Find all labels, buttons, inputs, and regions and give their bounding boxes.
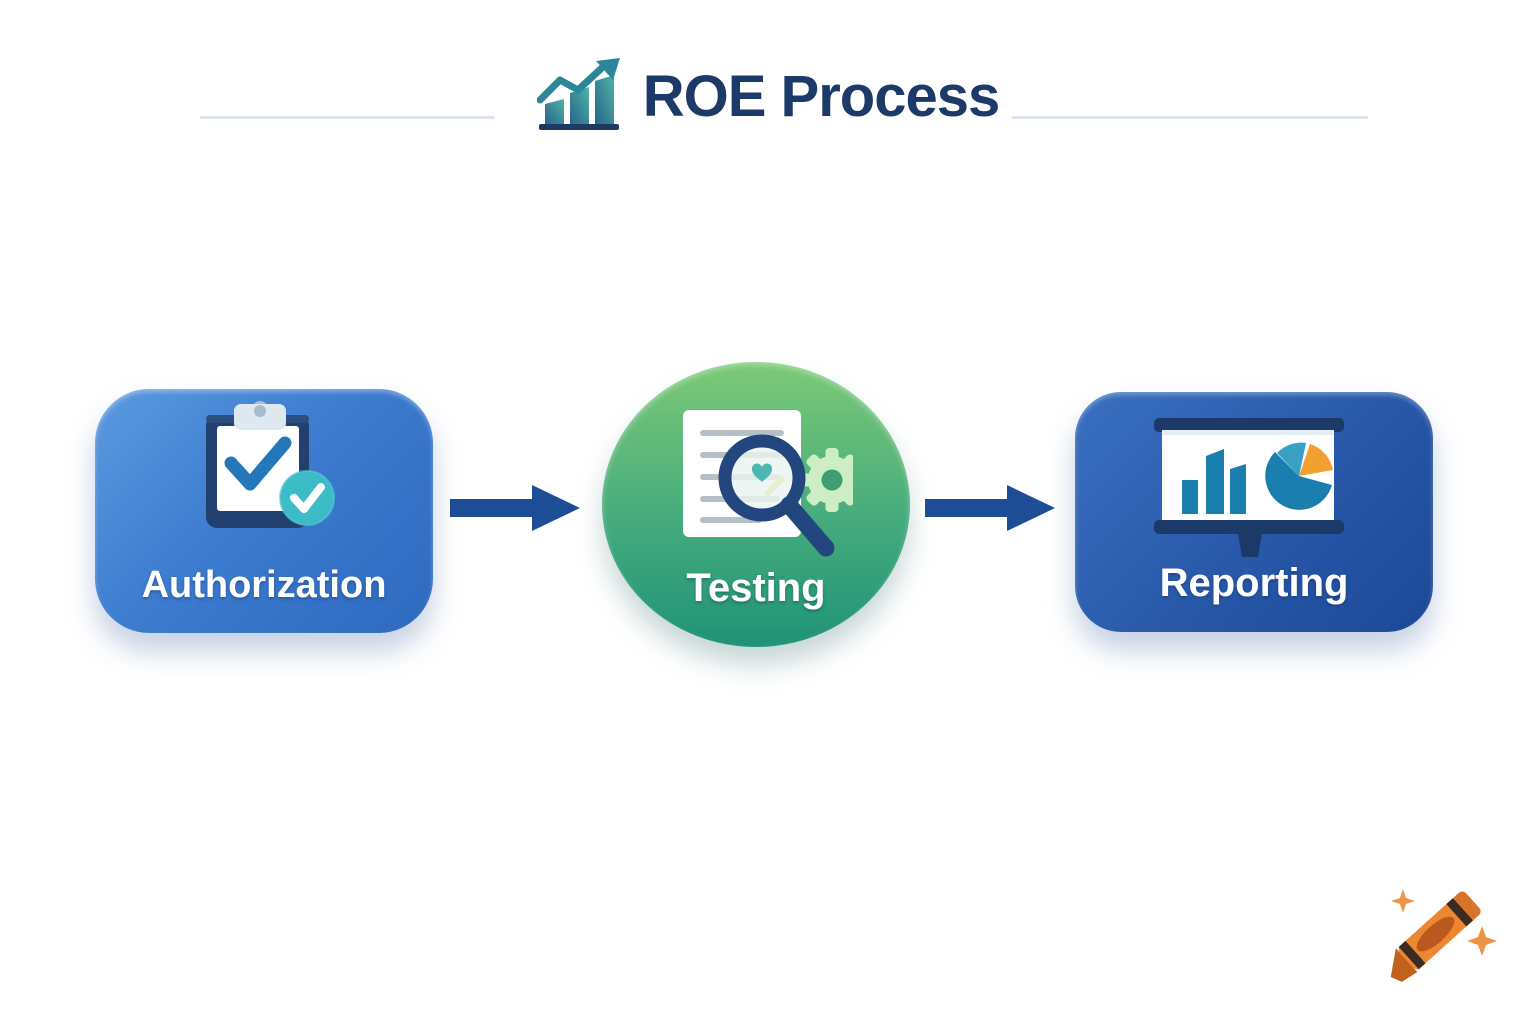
arrow-right-icon	[925, 485, 1055, 531]
step-reporting: Reporting	[1075, 392, 1433, 632]
step-label-reporting: Reporting	[1159, 561, 1349, 605]
header: ROE Process	[0, 58, 1536, 134]
mini-pie-chart-icon	[1265, 442, 1333, 510]
step-label-authorization: Authorization	[141, 564, 387, 606]
step-label-testing: Testing	[686, 566, 826, 610]
arrow-right-icon	[450, 485, 580, 531]
step-authorization: Authorization	[95, 389, 433, 633]
clipboard-check-icon	[206, 401, 335, 528]
title-divider-right	[1012, 116, 1368, 119]
crayon-icon	[1390, 889, 1497, 982]
gear-icon	[800, 448, 853, 512]
page-title: ROE Process	[642, 63, 1001, 129]
title-divider-left	[200, 116, 495, 119]
bar-chart-growth-icon	[536, 58, 620, 130]
step-testing: Testing	[602, 362, 910, 647]
mini-bar-chart-icon	[1182, 449, 1246, 514]
document-search-gear-icon	[683, 410, 853, 557]
sparkle-icon	[1391, 889, 1497, 956]
presentation-charts-icon	[1154, 418, 1344, 557]
